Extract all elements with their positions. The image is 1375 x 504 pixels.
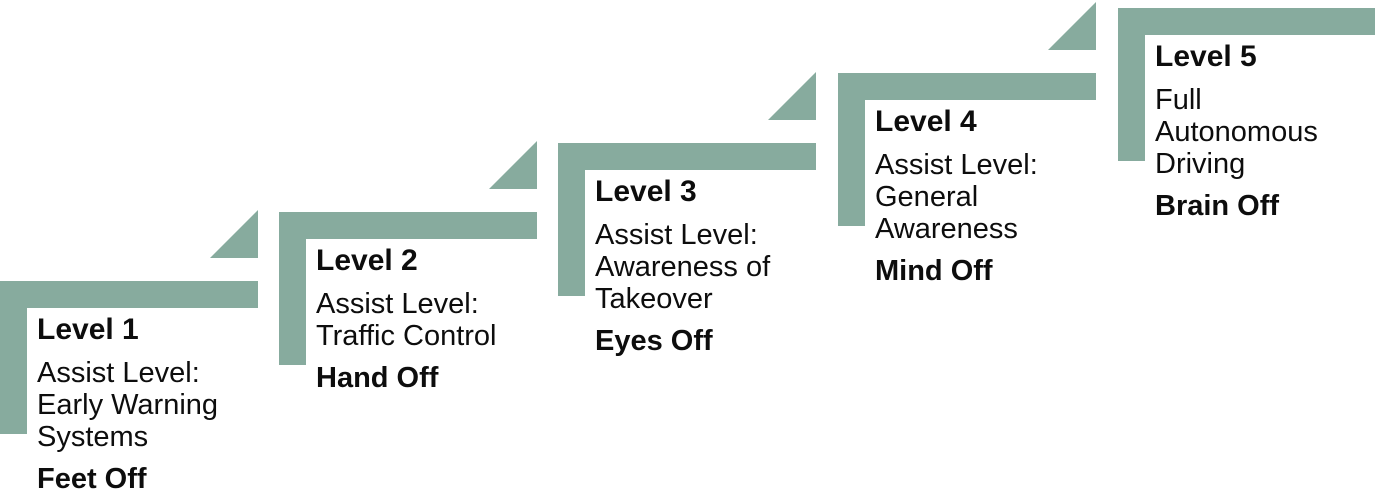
- level-3-title: Level 3: [595, 175, 697, 208]
- level-4-off-label: Mind Off: [875, 255, 993, 287]
- level-3-assist-description: Assist Level: Awareness of Takeover: [595, 219, 771, 315]
- level-1-assist-description: Assist Level: Early Warning Systems: [37, 357, 219, 453]
- bracket-vertical-bar: [0, 281, 27, 434]
- step-up-triangle-icon: [1048, 2, 1096, 50]
- level-5-assist-description: Full Autonomous Driving: [1155, 84, 1318, 180]
- bracket-horizontal-bar: [558, 143, 816, 170]
- level-1-text-block: Level 1 Assist Level: Early Warning Syst…: [37, 313, 265, 496]
- step-up-triangle-icon: [768, 72, 816, 120]
- bracket-horizontal-bar: [1118, 8, 1375, 35]
- bracket-vertical-bar: [1118, 8, 1145, 161]
- bracket-horizontal-bar: [0, 281, 258, 308]
- level-3-text-block: Level 3 Assist Level: Awareness of Takeo…: [595, 175, 823, 358]
- level-2-assist-description: Assist Level: Traffic Control: [316, 288, 497, 352]
- level-5-text-block: Level 5 Full Autonomous Driving Brain Of…: [1155, 40, 1375, 223]
- bracket-vertical-bar: [279, 212, 306, 365]
- level-2-off-label: Hand Off: [316, 362, 439, 394]
- level-1-off-label: Feet Off: [37, 463, 147, 495]
- level-4-assist-description: Assist Level: General Awareness: [875, 149, 1038, 245]
- level-4-title: Level 4: [875, 105, 977, 138]
- bracket-horizontal-bar: [838, 73, 1096, 100]
- bracket-vertical-bar: [558, 143, 585, 296]
- bracket-horizontal-bar: [279, 212, 537, 239]
- step-up-triangle-icon: [210, 210, 258, 258]
- level-5-off-label: Brain Off: [1155, 190, 1280, 222]
- bracket-vertical-bar: [838, 73, 865, 226]
- level-2-text-block: Level 2 Assist Level: Traffic Control Ha…: [316, 244, 544, 395]
- level-4-text-block: Level 4 Assist Level: General Awareness …: [875, 105, 1103, 288]
- level-1-title: Level 1: [37, 313, 139, 346]
- level-2-title: Level 2: [316, 244, 418, 277]
- level-3-off-label: Eyes Off: [595, 325, 713, 357]
- level-5-title: Level 5: [1155, 40, 1257, 73]
- step-up-triangle-icon: [489, 141, 537, 189]
